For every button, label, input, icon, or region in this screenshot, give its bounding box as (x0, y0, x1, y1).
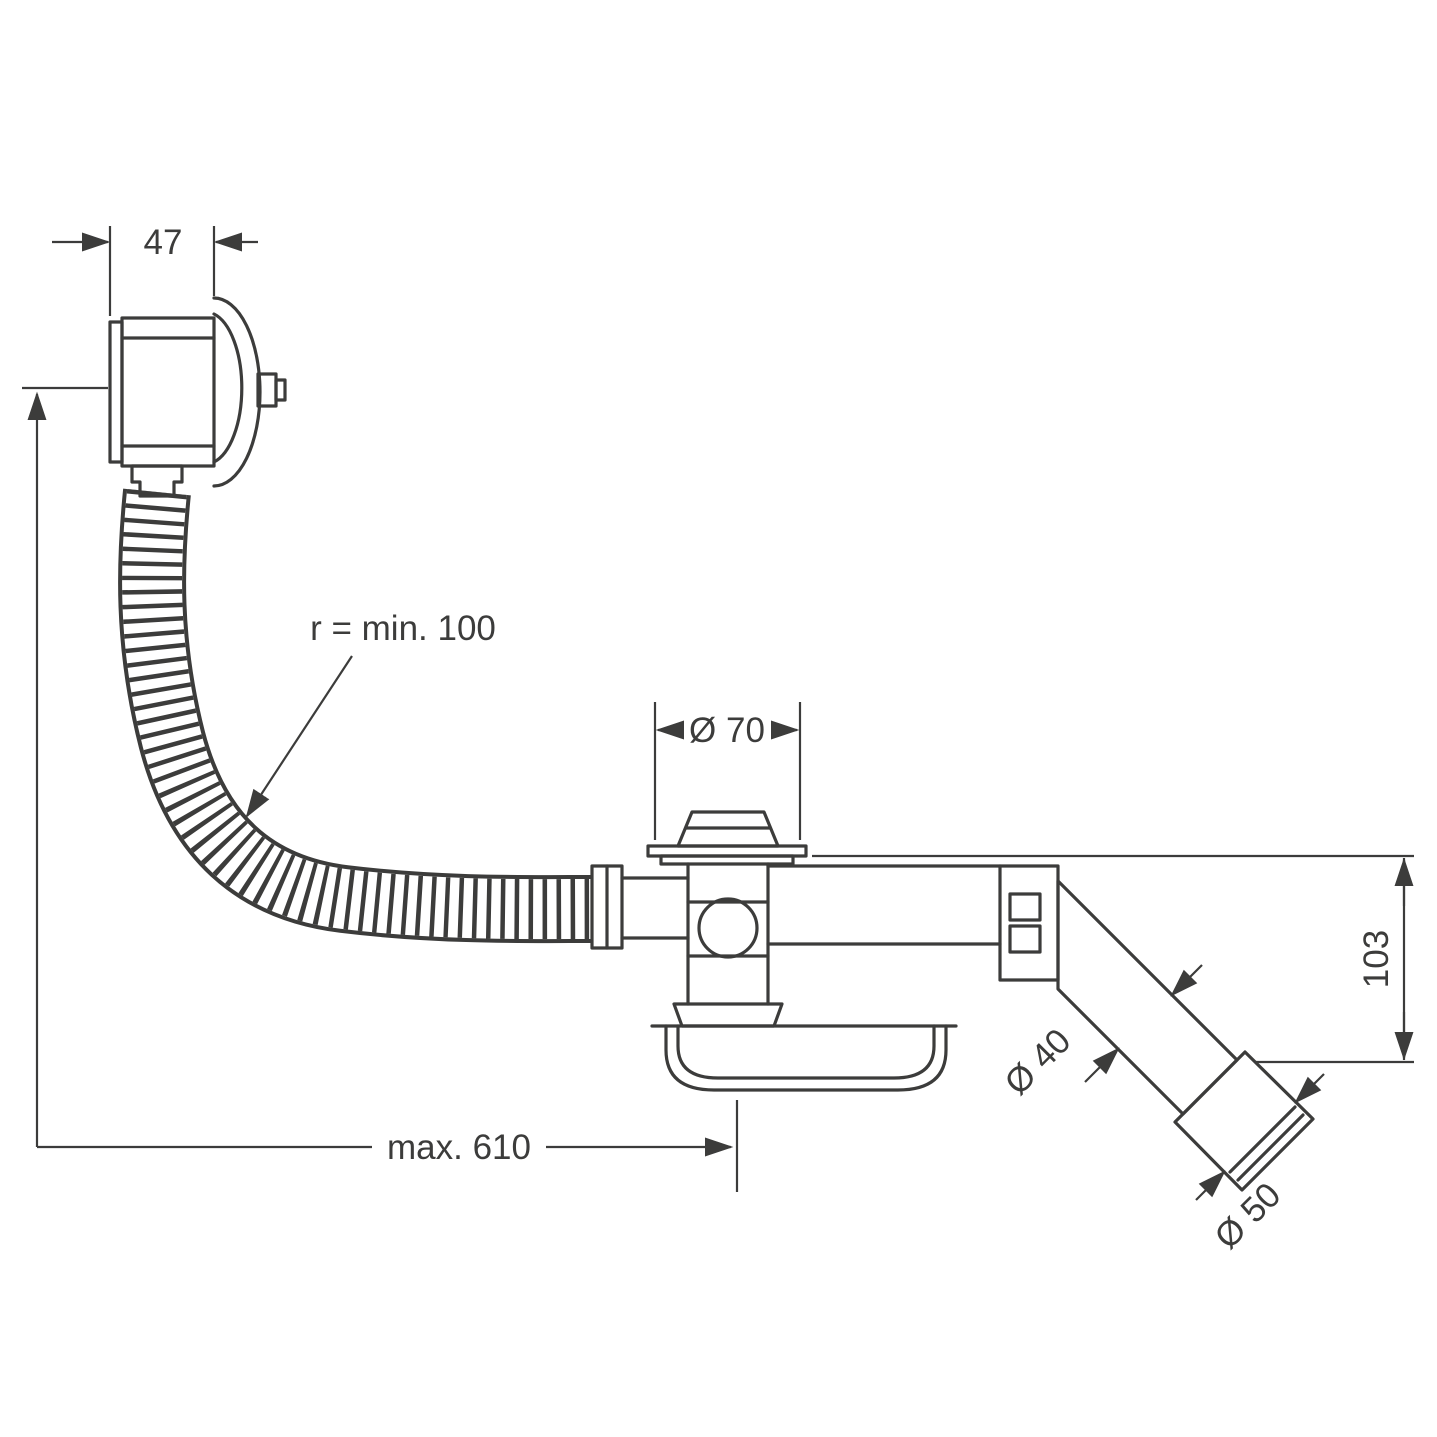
flexible-hose (118, 488, 593, 944)
dim-label-d50: Ø 50 (1207, 1175, 1288, 1256)
dim-label-d40: Ø 40 (997, 1021, 1078, 1102)
dimension-d40: Ø 40 (997, 964, 1203, 1102)
dimension-d70: Ø 70 (653, 702, 802, 840)
trap-bowl-outer (664, 1024, 948, 1092)
leader-arrow-upper (1294, 1073, 1325, 1104)
overflow-unit (108, 296, 287, 498)
drain-flange-lower (659, 854, 795, 866)
dim-label-max-610: max. 610 (387, 1128, 531, 1167)
dimension-d50: Ø 50 (1195, 1073, 1325, 1256)
dimension-max-610: max. 610 (22, 386, 739, 1192)
overflow-back-plate (108, 320, 124, 464)
waste-assembly (590, 810, 1002, 1092)
dim-label-47: 47 (144, 223, 183, 262)
nut-notch-upper (1008, 892, 1042, 922)
hose-ribs (122, 489, 593, 940)
sleeve-end-line-1 (1236, 1113, 1305, 1182)
overflow-knob-tip (274, 378, 287, 402)
outlet-section (998, 864, 1315, 1192)
outlet-sleeve (1173, 1050, 1315, 1192)
overflow-hose-fitting (130, 464, 184, 498)
leader-arrow-lower (1084, 1047, 1120, 1083)
outlet-pipe (1056, 879, 1239, 1116)
body-outlet-port (697, 897, 759, 959)
leader-arrow-upper (1170, 964, 1203, 997)
connection-nut (998, 864, 1060, 982)
dim-label-103: 103 (1357, 930, 1396, 988)
overflow-body (120, 316, 216, 468)
overflow-rosette-outer (212, 296, 262, 488)
dimension-103: 103 (812, 854, 1414, 1064)
radius-annotation: r = min. 100 (245, 609, 496, 818)
nut-notch-lower (1008, 924, 1042, 954)
dimension-47: 47 (52, 223, 258, 316)
dim-label-d70: Ø 70 (689, 711, 765, 750)
leader-arrow (245, 655, 353, 818)
sleeve-end-line-2 (1228, 1105, 1297, 1174)
overflow-rosette-inner (212, 312, 244, 464)
leader-arrow-lower (1195, 1170, 1226, 1201)
radius-label: r = min. 100 (310, 609, 496, 648)
trap-collar (672, 1002, 784, 1028)
trap-bowl-inner (676, 1024, 936, 1080)
